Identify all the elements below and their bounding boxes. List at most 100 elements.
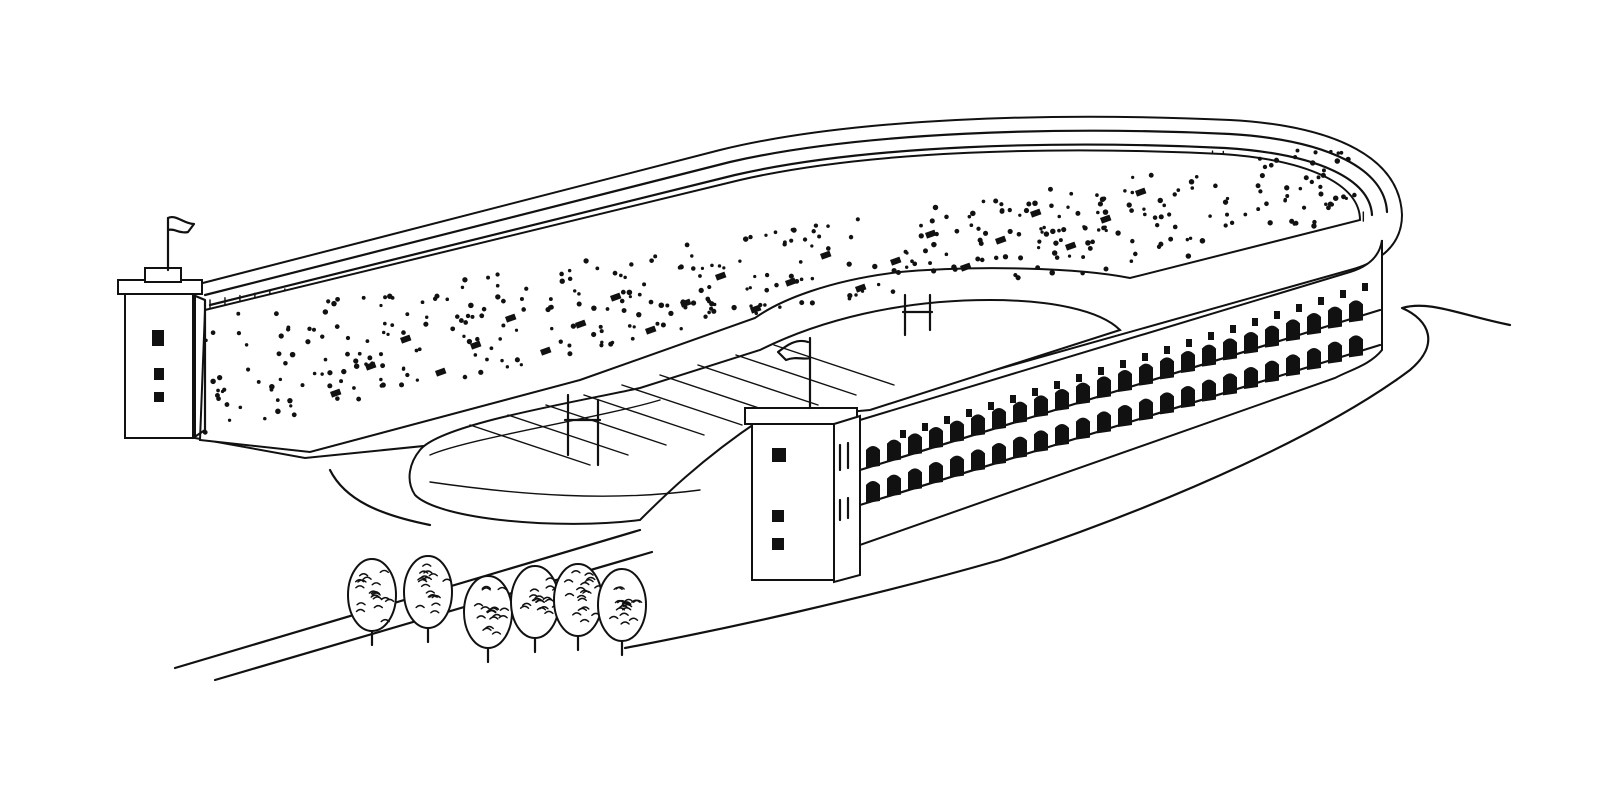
spectator-dot (1152, 215, 1158, 220)
arch (1097, 376, 1111, 399)
spectator-dot (1018, 255, 1024, 261)
spectator-dot (591, 331, 597, 338)
arch (950, 420, 964, 443)
goalpost-near (563, 393, 602, 467)
spectator-dot (489, 346, 494, 351)
leaf-stroke (481, 587, 491, 591)
spectator-dot (380, 382, 386, 388)
aisle-mark (575, 319, 587, 329)
spectator-dot (1168, 236, 1174, 242)
leaf-stroke (357, 579, 367, 583)
spectator-dot (809, 300, 815, 306)
spectator-dot (922, 248, 928, 254)
spectator-dot (357, 351, 362, 356)
spectator-dot (629, 262, 634, 267)
leaf-stroke (613, 586, 623, 591)
spectator-dot (1054, 255, 1060, 260)
upper-window (1362, 283, 1368, 291)
leaf-stroke (615, 607, 626, 611)
spectator-dot (979, 257, 985, 263)
spectator-dot (710, 263, 714, 268)
spectator-dot (621, 308, 627, 313)
upper-window (900, 430, 906, 438)
spectator-dot (1090, 239, 1095, 245)
spectator-dot (627, 324, 632, 328)
spectator-dot (291, 412, 297, 418)
spectator-dot (1142, 212, 1147, 217)
spectator-dot (559, 278, 565, 284)
spectator-dot (626, 289, 633, 296)
leaf-stroke (428, 573, 439, 577)
spectator-dot (320, 372, 324, 376)
spectator-dot (217, 375, 223, 381)
spectator-dot (637, 292, 642, 297)
spectator-dot (703, 314, 708, 319)
leaf-stroke (431, 602, 441, 606)
spectator-dot (976, 226, 981, 231)
leaf-stroke (614, 599, 625, 604)
spectator-dot (1190, 186, 1195, 190)
spectator-dot (399, 382, 405, 388)
spectator-dot (1130, 238, 1135, 244)
arch (866, 481, 880, 503)
spectator-dot (455, 314, 460, 319)
leaf-stroke (609, 615, 619, 620)
aisle-mark (715, 271, 727, 281)
spectator-dot (1344, 196, 1348, 201)
spectator-dot (1040, 230, 1044, 234)
spectator-dot (748, 286, 752, 290)
spectator-dot (1259, 172, 1265, 179)
spectator-dot (445, 297, 450, 302)
aisle-mark (785, 277, 797, 287)
spectator-dot (1176, 188, 1181, 192)
spectator-dot (1148, 172, 1154, 178)
spectator-dot (390, 323, 395, 328)
spectator-dot (1327, 201, 1334, 207)
leaf-stroke (623, 598, 634, 603)
aisle-mark (610, 292, 622, 302)
spectator-dot (1050, 228, 1056, 235)
spectator-dot (655, 321, 660, 326)
spectator-dot (1316, 175, 1321, 180)
spectator-dot (1289, 218, 1295, 224)
spectator-dot (731, 304, 737, 311)
spectator-dot (450, 326, 456, 332)
leaf-stroke (521, 602, 532, 607)
spectator-dot (999, 202, 1004, 207)
spectator-dot (660, 322, 666, 328)
flag-left (166, 216, 196, 272)
spectator-dot (382, 321, 387, 326)
spectator-dot (473, 353, 478, 357)
upper-window (1252, 318, 1258, 326)
spectator-dot (707, 310, 711, 315)
spectator-dot (1037, 239, 1042, 244)
spectator-dot (1002, 254, 1009, 260)
spectator-dot (1336, 151, 1341, 155)
leaf-stroke (384, 598, 395, 603)
spectator-dot (1061, 227, 1067, 233)
tree (597, 568, 647, 657)
spectator-dot (790, 227, 795, 232)
aisle-mark (995, 235, 1007, 245)
arch (1244, 332, 1258, 354)
aisle-mark (644, 325, 657, 335)
spectator-dot (583, 258, 589, 264)
aisle-mark (435, 367, 447, 377)
spectator-dot (300, 383, 305, 388)
spectator-dot (700, 266, 705, 271)
arch (1202, 379, 1216, 402)
spectator-dot (1167, 212, 1172, 217)
spectator-dot (386, 332, 390, 337)
leaf-stroke (571, 570, 581, 574)
spectator-dot (463, 320, 469, 325)
leaf-stroke (618, 604, 629, 609)
spectator-dot (462, 277, 468, 283)
spectator-dot (876, 282, 881, 287)
spectator-dot (220, 389, 225, 394)
leaf-stroke (419, 570, 429, 574)
spectator-dot (210, 330, 216, 336)
spectator-dot (479, 313, 485, 319)
spectator-dot (339, 379, 344, 384)
spectator-dot (1126, 202, 1132, 208)
spectator-dot (1015, 275, 1021, 281)
